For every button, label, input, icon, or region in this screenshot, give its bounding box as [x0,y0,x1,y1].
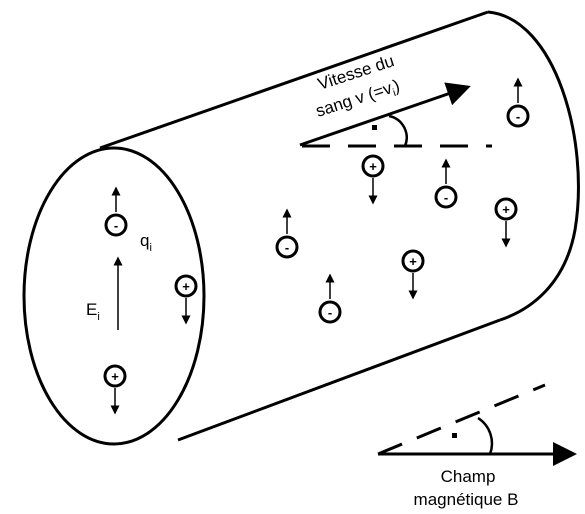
ion-circle [494,197,518,221]
ions-layer: - + + - - + - [103,77,530,415]
ion-sign: - [328,305,332,320]
magnetic-right-angle-dot [452,433,457,438]
ion-circle [275,235,299,259]
ion-sign: + [409,254,417,269]
ion-sign: - [516,109,520,124]
magnetic-label-line2: magnétique B [414,490,519,509]
ion-circle [401,249,425,273]
ion-minus: - [318,273,342,324]
ion-sign: + [111,369,119,384]
magnetic-right-angle-arc [477,416,494,455]
right-angle-dot [372,125,377,130]
ion-plus: + [361,154,385,205]
ion-sign: + [369,159,377,174]
vessel-cross-section [22,146,206,446]
ion-sign: - [444,190,448,205]
ion-minus: - [275,208,299,259]
vessel-bottom-edge [177,318,501,442]
ion-plus: + [494,197,518,248]
ion-minus: - [434,158,458,209]
ion-circle [174,274,198,298]
velocity-arrow [299,82,471,147]
ion-sign: - [285,240,289,255]
ion-plus: + [103,364,127,415]
vessel-cylinder [22,10,580,446]
electric-field-label: Ei [86,300,100,323]
ion-sign: - [114,218,118,233]
magnetic-field-group: Champ magnétique B [377,383,577,509]
magnetic-label-line1: Champ [441,467,496,486]
ion-circle [361,154,385,178]
ion-plus: + [401,249,425,300]
electric-field-group: Ei qi [86,231,152,330]
ion-sign: + [182,279,190,294]
charge-label: qi [140,231,152,254]
vessel-top-edge [99,10,489,150]
ion-plus: + [174,274,198,325]
ion-circle [104,213,128,237]
ion-circle [506,104,530,128]
ion-circle [318,300,342,324]
ion-circle [434,185,458,209]
ion-minus: - [506,77,530,128]
magnetic-dashed-line [377,383,546,456]
right-angle-arc [388,114,408,147]
ion-sign: + [502,202,510,217]
velocity-vector-group: Vitesse du sang v (=vi) [299,51,492,148]
ion-minus: - [104,186,128,237]
ion-circle [103,364,127,388]
vessel-right-end [487,10,580,322]
